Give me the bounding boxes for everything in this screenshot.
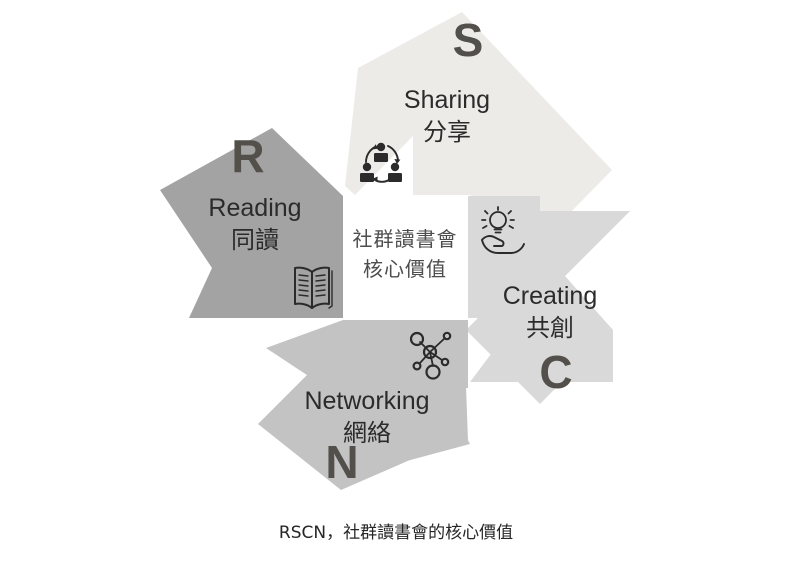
segment-networking-label-en: Networking [304,387,429,415]
segment-creating[interactable]: Creating 共創 C [466,196,630,404]
core-center-line1: 社群讀書會 [353,227,458,251]
segment-sharing-label-en: Sharing [404,86,490,114]
segment-reading-label-en: Reading [208,194,301,222]
segment-reading-shape [160,128,343,318]
core-center-rect [343,195,468,319]
segment-networking-label-zh: 網絡 [343,419,391,447]
segment-reading-letter: R [231,130,264,182]
segment-sharing-letter: S [453,14,484,66]
segment-creating-label-en: Creating [503,282,598,310]
segment-creating-body [466,196,630,404]
node-graph-icon [409,331,452,380]
segment-reading[interactable]: R Reading 同讀 [160,128,343,318]
core-center-line2: 核心價值 [363,257,447,281]
people-network-sharing-icon [360,142,402,183]
figure-caption: RSCN，社群讀書會的核心價值 [279,523,513,543]
segment-networking[interactable]: Networking 網絡 N [258,320,470,490]
segment-sharing-shape [345,12,612,265]
segment-creating-label-zh: 共創 [526,314,574,342]
lightbulb-on-hand-icon [481,206,525,254]
core-center-box[interactable]: 社群讀書會 核心價值 [343,195,468,319]
segment-creating-letter: C [539,346,572,398]
segment-sharing-label-zh: 分享 [423,118,471,146]
segment-reading-label-zh: 同讀 [231,226,279,254]
segment-sharing[interactable]: S Sharing 分享 [345,12,612,265]
open-book-icon [294,266,333,309]
segment-networking-letter: N [325,436,358,488]
